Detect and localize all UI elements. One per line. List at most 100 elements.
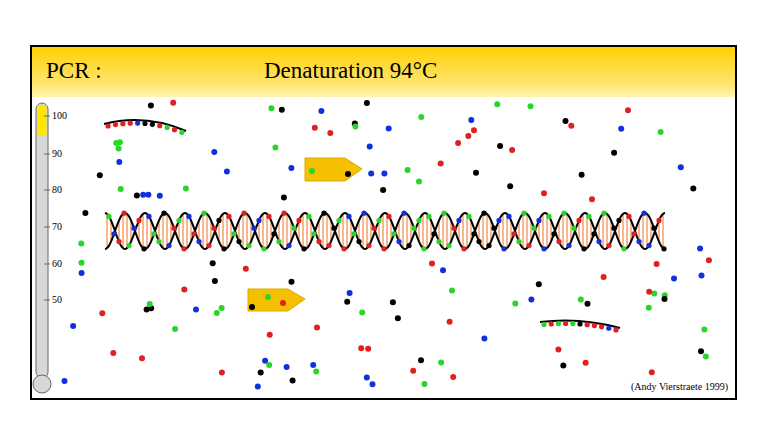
nucleotide (148, 103, 154, 109)
nucleotide (401, 211, 406, 216)
base-pair (183, 214, 184, 248)
tick-mark (44, 190, 50, 191)
base-pair (527, 214, 528, 248)
nucleotide (313, 369, 319, 375)
nucleotide (170, 100, 176, 106)
nucleotide (142, 121, 147, 126)
nucleotide (451, 226, 456, 231)
nucleotide (284, 364, 290, 370)
nucleotide (466, 214, 471, 219)
nucleotide (706, 257, 712, 263)
nucleotide (312, 125, 318, 131)
nucleotide (364, 100, 370, 106)
nucleotide (440, 267, 446, 273)
nucleotide (405, 167, 411, 173)
nucleotide (606, 326, 611, 331)
nucleotide (521, 211, 526, 216)
base-pair (547, 214, 548, 248)
nucleotide (336, 218, 341, 223)
nucleotide (370, 381, 376, 387)
base-pair (563, 214, 564, 248)
nucleotide (165, 125, 170, 130)
nucleotide (256, 218, 261, 223)
nucleotide (212, 278, 218, 284)
base-pair (303, 214, 304, 248)
nucleotide (571, 226, 576, 231)
temperature-tick: 90 (52, 148, 62, 159)
nucleotide (306, 214, 311, 219)
nucleotide (131, 226, 136, 231)
nucleotide (272, 144, 278, 150)
nucleotide (546, 214, 551, 219)
base-pair (467, 214, 468, 248)
base-pair (243, 214, 244, 248)
nucleotide (62, 378, 68, 384)
nucleotide (671, 276, 677, 282)
temperature-tick: 50 (52, 294, 62, 305)
nucleotide (326, 243, 331, 248)
base-pair (187, 214, 188, 248)
nucleotide (97, 172, 103, 178)
nucleotide (651, 291, 657, 297)
nucleotide (344, 299, 350, 305)
nucleotide (366, 243, 371, 248)
nucleotide (276, 239, 281, 244)
nucleotide (416, 218, 421, 223)
nucleotide (416, 179, 422, 185)
base-pair (543, 214, 544, 248)
temperature-tick: 60 (52, 258, 62, 269)
nucleotide (563, 321, 568, 326)
nucleotide (511, 231, 516, 236)
nucleotide (365, 346, 371, 352)
base-pair (507, 214, 508, 248)
nucleotide (390, 299, 396, 305)
nucleotide (196, 239, 201, 244)
tick-mark (44, 116, 50, 117)
nucleotide (446, 243, 451, 248)
nucleotide (468, 117, 474, 123)
nucleotide (429, 261, 435, 267)
nucleotide (611, 150, 617, 156)
nucleotide (380, 187, 386, 193)
nucleotide (438, 359, 444, 365)
nucleotide (116, 146, 122, 152)
base-pair (223, 214, 224, 248)
nucleotide (596, 239, 601, 244)
nucleotide (150, 122, 155, 127)
nucleotide (281, 211, 286, 216)
base-pair (167, 214, 168, 248)
nucleotide (251, 226, 256, 231)
nucleotide (570, 321, 575, 326)
nucleotide (699, 273, 705, 279)
nucleotide (581, 246, 586, 251)
nucleotide (501, 246, 506, 251)
header-label: PCR : (46, 58, 102, 84)
base-pair (347, 214, 348, 248)
base-pair (147, 214, 148, 248)
nucleotide (221, 246, 226, 251)
nucleotide (146, 214, 151, 219)
nucleotide (568, 123, 574, 129)
nucleotide (106, 123, 111, 128)
nucleotide (206, 243, 211, 248)
nucleotide (636, 239, 641, 244)
nucleotide (661, 246, 666, 251)
base-pair (387, 214, 388, 248)
nucleotide (631, 231, 636, 236)
base-pair (627, 214, 628, 248)
nucleotide (536, 218, 541, 223)
nucleotide (134, 193, 140, 199)
nucleotide (556, 239, 561, 244)
nucleotide (359, 310, 365, 316)
nucleotide (157, 123, 162, 128)
nucleotide (621, 246, 626, 251)
header-band: PCR :Denaturation 94°C (32, 47, 735, 97)
base-pair (443, 214, 444, 248)
nucleotide (219, 369, 225, 375)
nucleotide (658, 129, 664, 135)
base-pair (287, 214, 288, 248)
nucleotide (356, 239, 361, 244)
nucleotide (261, 246, 266, 251)
nucleotide (494, 101, 500, 107)
nucleotide (110, 350, 116, 356)
